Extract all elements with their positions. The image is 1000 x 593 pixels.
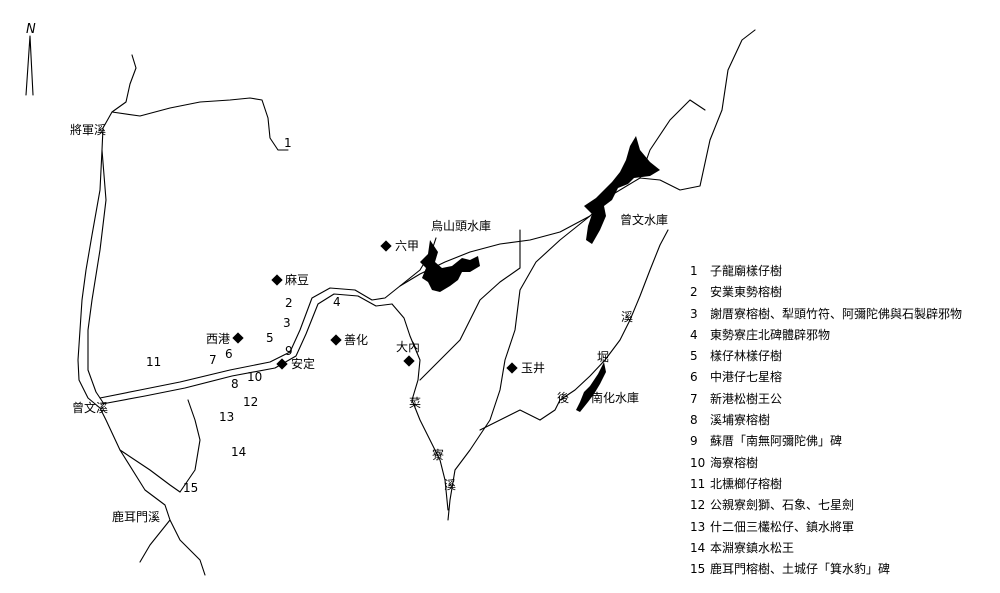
- north-arrow-line: [25, 35, 34, 96]
- site-12: 12: [243, 395, 259, 409]
- legend-number: 15: [690, 562, 706, 577]
- zengwen-river-north-bank: [99, 215, 591, 399]
- legend-item: 8 溪埔寮榕樹: [690, 411, 990, 432]
- site-9: 9: [285, 344, 293, 358]
- legend-item: 6 中港仔七星榕: [690, 368, 990, 389]
- legend-text: 蘇厝「南無阿彌陀佛」碑: [710, 434, 843, 449]
- legend-text: 中港仔七星榕: [710, 370, 783, 385]
- zengwen-reservoir-shape: [584, 136, 660, 244]
- site-2: 2: [285, 296, 293, 310]
- legend-number: 2: [690, 285, 698, 300]
- site-14: 14: [231, 445, 247, 459]
- zengwen-river-south-bank: [101, 293, 393, 405]
- yujing-label: 玉井: [521, 361, 546, 375]
- zengwen-river-label: 曾文溪: [72, 401, 109, 415]
- legend-item: 9 蘇厝「南無阿彌陀佛」碑: [690, 432, 990, 453]
- legend-number: 4: [690, 327, 698, 342]
- legend-item: 12 公親寮劍獅、石象、七星劍: [690, 496, 990, 517]
- legend-number: 14: [690, 540, 706, 555]
- nanhua-reservoir-shape: [576, 362, 606, 412]
- legend-text: 北櫄榔仔榕樹: [710, 476, 783, 491]
- nanhua-reservoir-label: 南化水庫: [591, 391, 640, 405]
- legend-item: 10 海寮榕樹: [690, 454, 990, 475]
- kuanti-river: [559, 229, 669, 401]
- xigang-label: 西港: [206, 332, 231, 346]
- legend-text: 海寮榕樹: [710, 455, 759, 470]
- shanhua-label: 善化: [344, 333, 369, 347]
- legend-number: 13: [690, 519, 706, 534]
- legend-text: 謝厝寮榕樹、犁頭竹符、阿彌陀佛與石製辟邪物: [710, 306, 963, 321]
- legend-item: 15 鹿耳門榕樹、土城仔「箕水豹」碑: [690, 560, 990, 581]
- site-4: 4: [333, 295, 341, 309]
- legend-item: 14 本淵寮鎮水松王: [690, 539, 990, 560]
- legend: 1 子龍廟樣仔樹 2 安業東勢榕樹 3 謝厝寮榕樹、犁頭竹符、阿彌陀佛與石製辟邪物 4 東勢寮…: [690, 262, 990, 581]
- site-10: 10: [247, 370, 263, 384]
- legend-item: 13 什二佃三欉松仔、鎮水將軍: [690, 518, 990, 539]
- site-15: 15: [183, 481, 199, 495]
- legend-text: 新港松樹王公: [710, 391, 783, 406]
- caiyao-char-1: 菜: [409, 396, 422, 410]
- site-1: 1: [284, 136, 292, 150]
- jiangjun-river-label: 將軍溪: [70, 123, 107, 137]
- legend-number: 9: [690, 434, 698, 449]
- legend-number: 10: [690, 455, 706, 470]
- liujia-label: 六甲: [395, 239, 420, 253]
- madou-label: 麻豆: [285, 273, 310, 287]
- anding-label: 安定: [291, 357, 316, 371]
- legend-text: 溪埔寮榕樹: [710, 413, 771, 428]
- legend-text: 本淵寮鎮水松王: [710, 540, 795, 555]
- legend-number: 1: [690, 264, 698, 278]
- kuanti-char-1: 溪: [621, 310, 634, 324]
- legend-number: 12: [690, 498, 706, 513]
- legend-item: 5 樣仔林樣仔樹: [690, 347, 990, 368]
- site-7: 7: [209, 353, 217, 367]
- danei-label: 大內: [396, 340, 421, 354]
- zengwen-reservoir-label: 曾文水庫: [620, 213, 669, 227]
- luermen-river-label: 鹿耳門溪: [112, 510, 161, 524]
- legend-item: 11 北櫄榔仔榕樹: [690, 475, 990, 496]
- legend-item: 4 東勢寮庄北碑體辟邪物: [690, 326, 990, 347]
- legend-text: 東勢寮庄北碑體辟邪物: [710, 327, 831, 342]
- site-13: 13: [219, 410, 235, 424]
- legend-number: 7: [690, 391, 698, 406]
- caiyao-char-2: 寮: [432, 448, 445, 462]
- legend-item: 1 子龍廟樣仔樹: [690, 262, 990, 283]
- caiyao-char-3: 溪: [444, 478, 457, 492]
- jiangjun-river: [101, 54, 137, 151]
- legend-number: 6: [690, 370, 698, 385]
- site-6: 6: [225, 347, 233, 361]
- legend-text: 子龍廟樣仔樹: [710, 264, 783, 278]
- wushantou-reservoir-shape: [420, 240, 480, 292]
- kuanti-char-3: 後: [557, 391, 570, 405]
- luermen-river: [119, 399, 201, 493]
- legend-item: 3 謝厝寮榕樹、犁頭竹符、阿彌陀佛與石製辟邪物: [690, 305, 990, 326]
- legend-text: 鹿耳門榕樹、土城仔「箕水豹」碑: [710, 562, 891, 577]
- legend-number: 11: [690, 476, 706, 491]
- legend-text: 安業東勢榕樹: [710, 285, 783, 300]
- north-label: N: [26, 22, 36, 37]
- legend-item: 2 安業東勢榕樹: [690, 283, 990, 304]
- legend-number: 8: [690, 413, 698, 428]
- legend-number: 3: [690, 306, 698, 321]
- caiyao-river: [391, 303, 449, 511]
- wushantou-reservoir-label: 烏山頭水庫: [431, 219, 492, 233]
- legend-text: 什二佃三欉松仔、鎮水將軍: [710, 519, 855, 534]
- legend-item: 7 新港松樹王公: [690, 390, 990, 411]
- legend-text: 樣仔林樣仔樹: [710, 349, 783, 364]
- site-3: 3: [283, 316, 291, 330]
- site-5: 5: [266, 331, 274, 345]
- coastline: [77, 149, 171, 563]
- kuanti-char-2: 堀: [597, 350, 610, 364]
- site-8: 8: [231, 377, 239, 391]
- legend-text: 公親寮劍獅、石象、七星劍: [710, 498, 855, 513]
- site-11: 11: [146, 355, 162, 369]
- legend-number: 5: [690, 349, 698, 364]
